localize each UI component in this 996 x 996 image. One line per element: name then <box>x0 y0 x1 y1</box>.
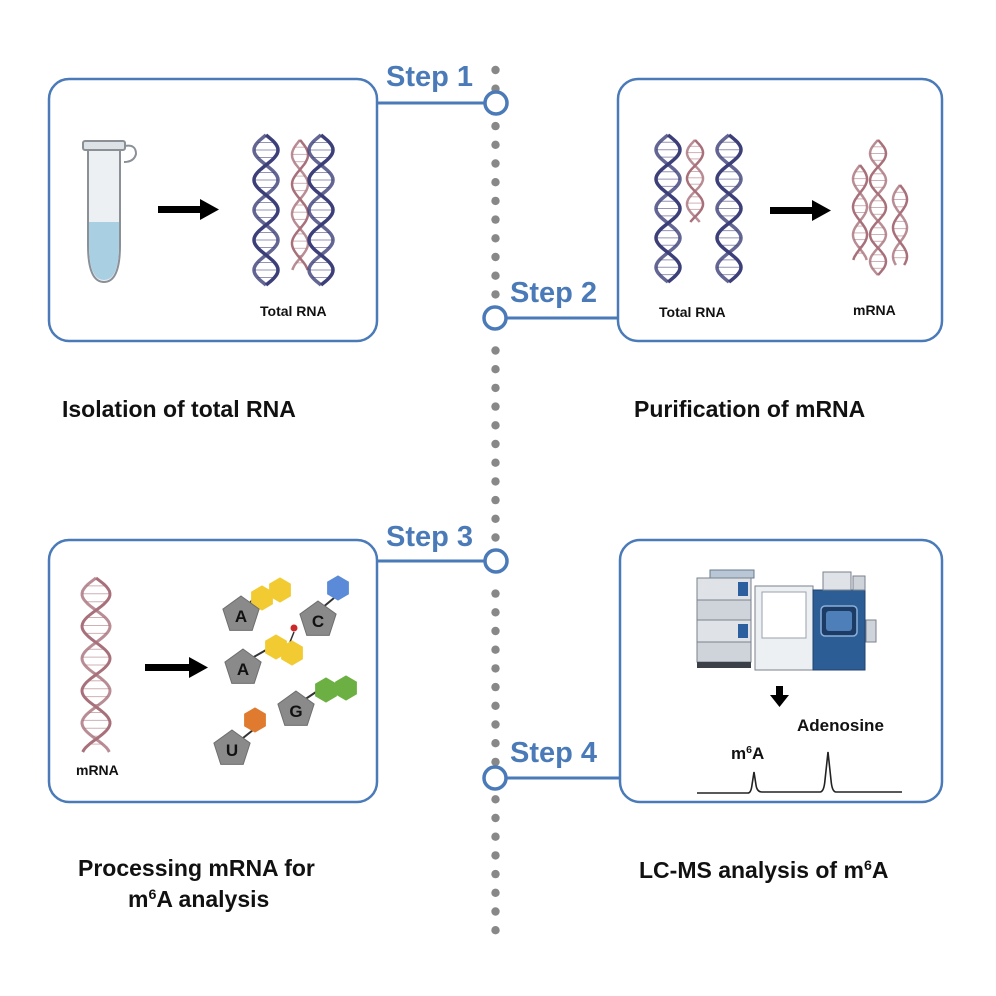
mrna-helices-step2 <box>851 139 909 276</box>
timeline-dotted-line <box>491 65 500 935</box>
step-connectors <box>377 101 620 780</box>
step-2-marker <box>482 305 508 331</box>
arrow-down-icon <box>770 686 789 707</box>
step-3-panel <box>47 538 379 804</box>
mrna-label-step3: mRNA <box>76 762 119 778</box>
step-3-caption-line2: m6A analysis <box>128 886 270 912</box>
total-rna-helices-step2 <box>654 133 743 284</box>
step-3-caption-line1: Processing mRNA for <box>78 855 315 881</box>
step-3-marker <box>483 548 509 574</box>
nucleotide-g-3: G <box>277 675 357 726</box>
step-1-marker <box>483 90 509 116</box>
total-rna-label: Total RNA <box>260 303 327 319</box>
nucleotide-u-4: U <box>213 707 266 765</box>
step-2-label: Step 2 <box>510 277 598 309</box>
total-rna-label-step2: Total RNA <box>659 304 726 320</box>
step-4-caption: LC-MS analysis of m6A <box>639 857 889 883</box>
step-1-label: Step 1 <box>386 61 474 93</box>
nucleotide-letter: G <box>289 702 302 721</box>
arrow-right-icon <box>770 200 831 221</box>
nucleotide-a-0: A <box>222 577 291 631</box>
nucleotide-a-2: A <box>224 624 303 684</box>
total-rna-helices-step1 <box>252 133 335 287</box>
arrow-right-icon <box>158 199 219 220</box>
nucleotide-letter: A <box>235 607 247 626</box>
step-3-label: Step 3 <box>386 521 474 553</box>
nucleotide-letter: A <box>237 660 249 679</box>
mrna-label-step2: mRNA <box>853 302 896 318</box>
lcms-instrument-icon <box>696 569 877 671</box>
step-2-caption: Purification of mRNA <box>634 396 866 422</box>
step-4-marker <box>482 765 508 791</box>
step-4-label: Step 4 <box>510 737 598 769</box>
step-markers <box>482 90 509 791</box>
nucleotide-letter: C <box>312 612 324 631</box>
m6a-peak-label: m6A <box>731 744 765 763</box>
step-1-caption: Isolation of total RNA <box>62 396 296 422</box>
nucleotide-c-1: C <box>299 575 349 636</box>
nucleotide-set: A C A G U <box>213 575 357 765</box>
tube-icon <box>82 140 138 284</box>
arrow-right-icon <box>145 657 208 678</box>
step-4-panel <box>618 538 944 804</box>
nucleotide-letter: U <box>226 741 238 760</box>
mrna-helix-step3 <box>80 576 112 753</box>
adenosine-peak-label: Adenosine <box>797 716 884 735</box>
chromatogram-trace <box>697 751 902 794</box>
